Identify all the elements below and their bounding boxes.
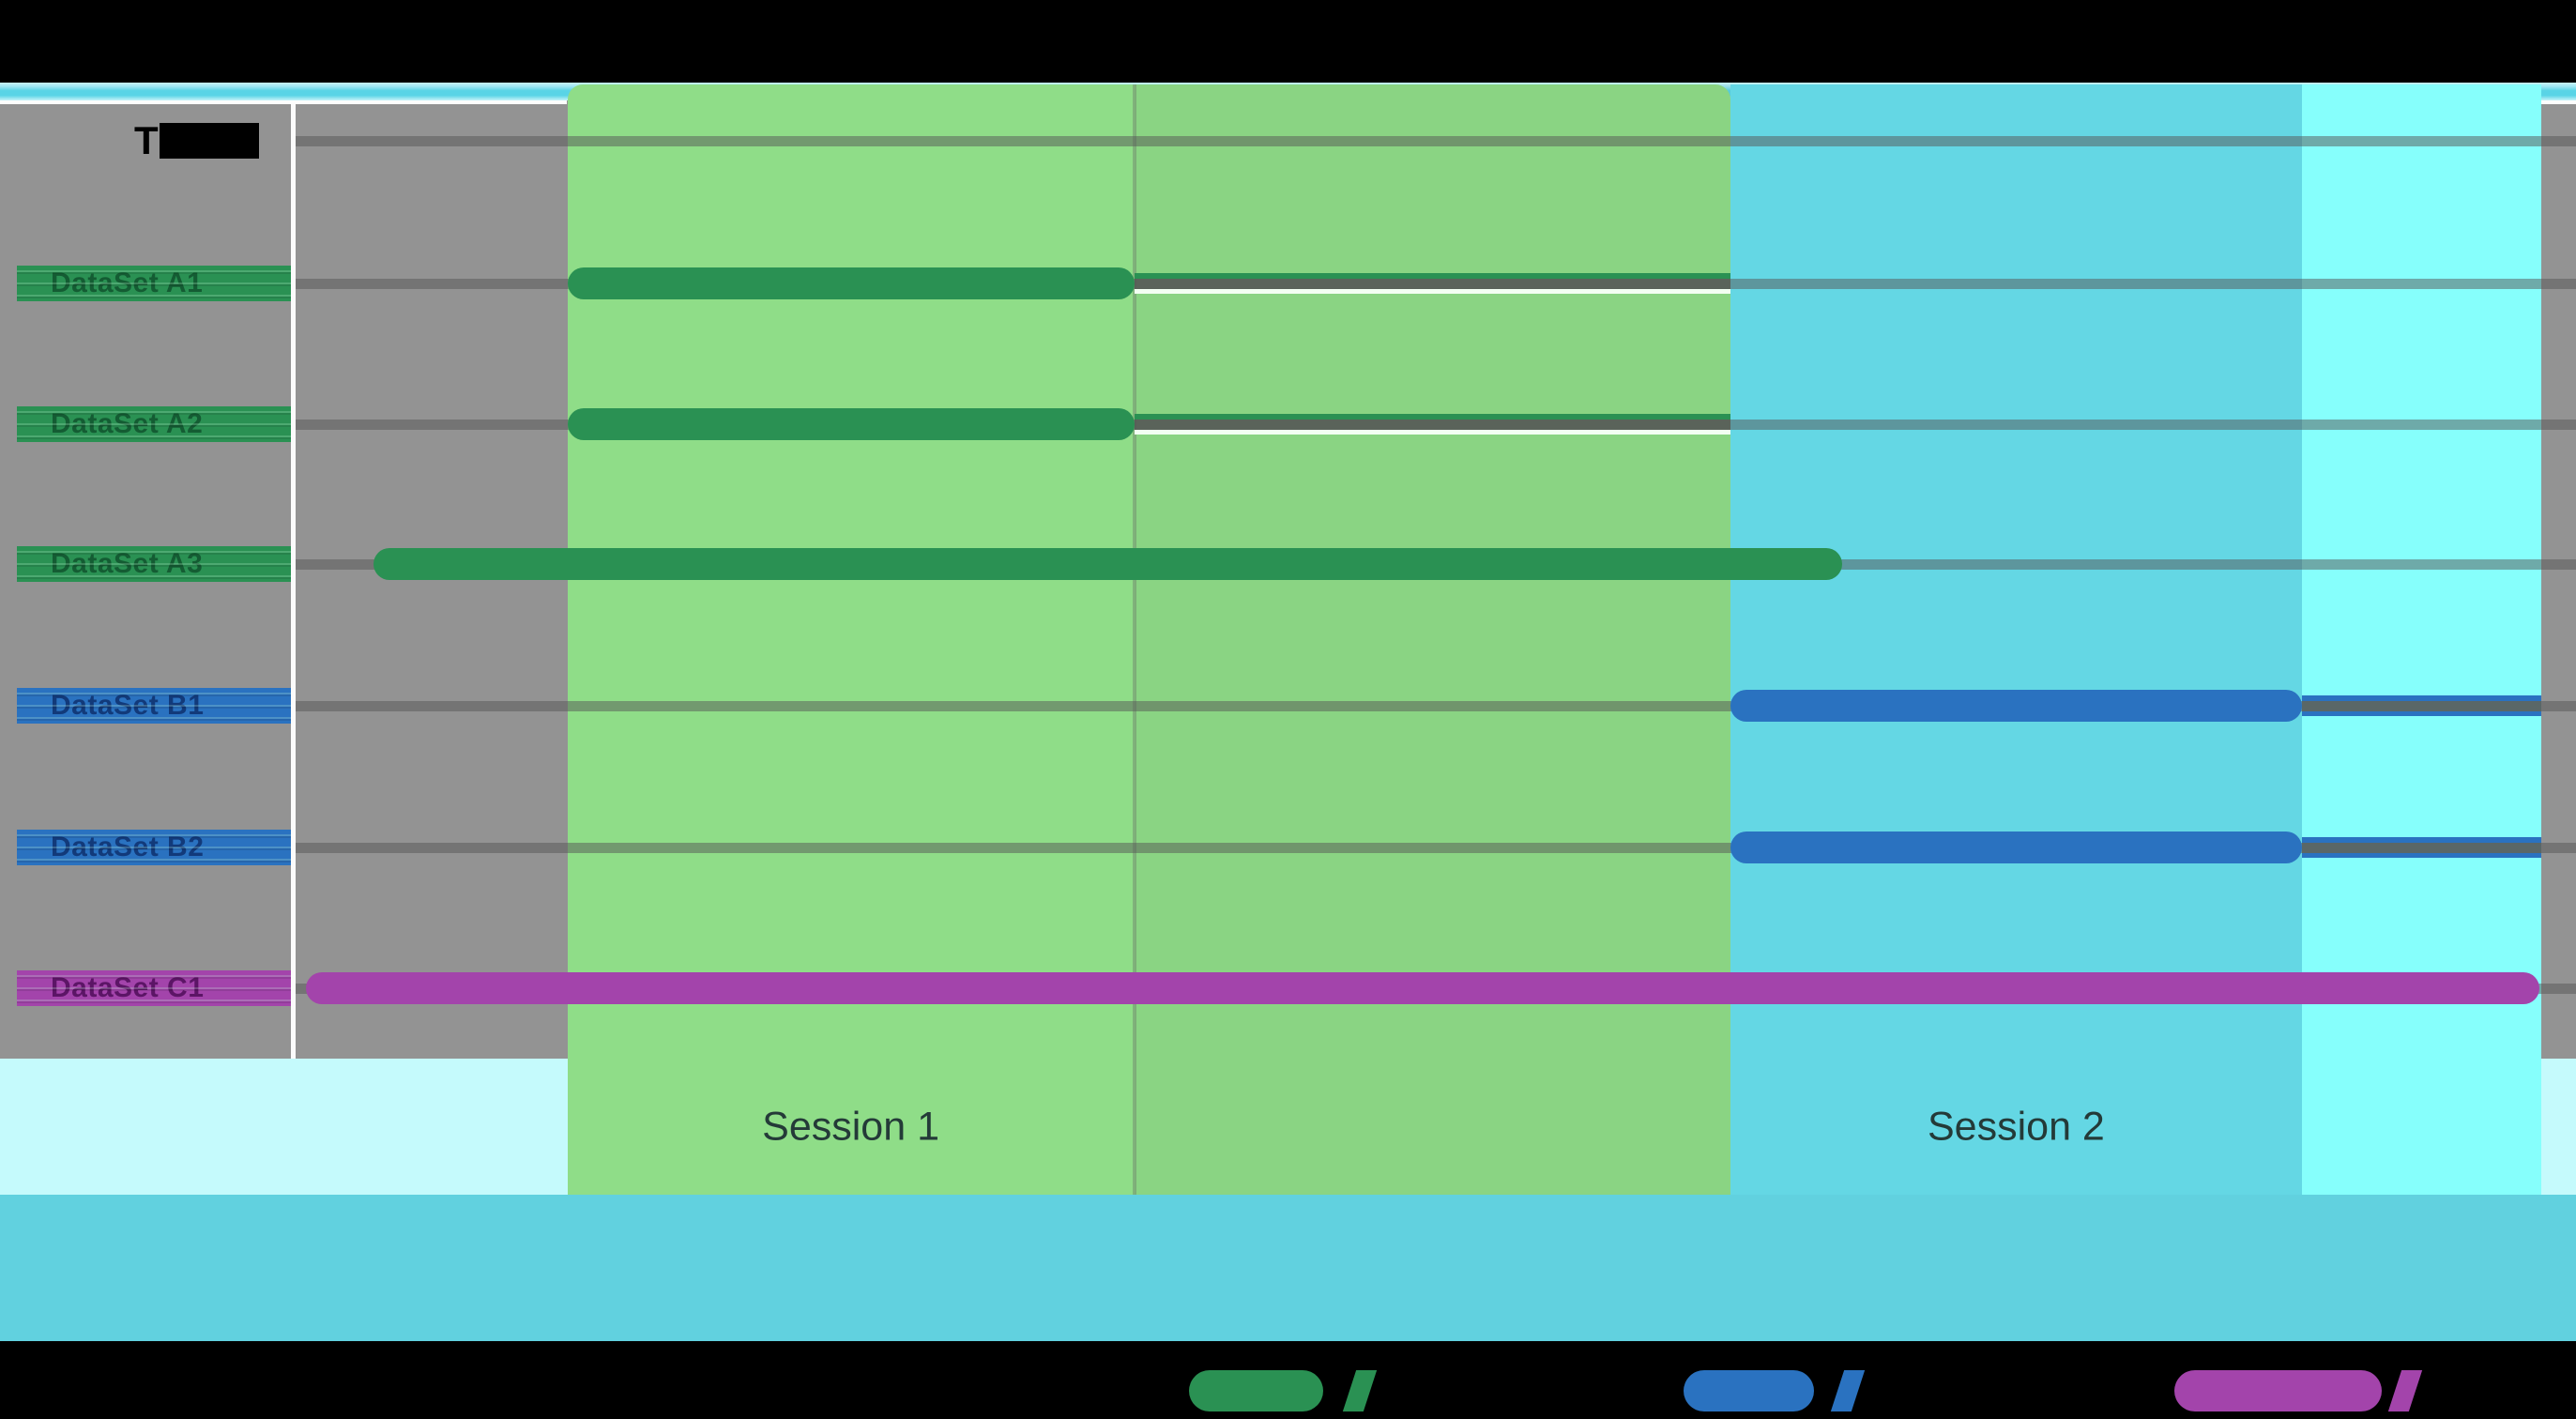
glitch-overlay [17, 830, 291, 865]
bar-tail-gray [1134, 420, 1731, 430]
bottom-cyan-band [0, 1195, 2576, 1341]
legend-swatch-series-c [2174, 1370, 2382, 1411]
gantt-bar-dataset-b2 [1730, 832, 2302, 863]
row-label-b5: DataSet B2 [17, 830, 291, 865]
bar-tail-gray [2301, 843, 2542, 853]
glitch-overlay [17, 970, 291, 1006]
row-label-a3: DataSet A3 [17, 546, 291, 582]
bar-tail-bottom [1134, 289, 1731, 294]
bar-tail-top [2301, 837, 2542, 843]
bar-tail-top [1134, 273, 1731, 279]
session-label-session2: Session 2 [1928, 1104, 2105, 1150]
bar-tail-bottom [1134, 430, 1731, 435]
gantt-bar-dataset-a1 [567, 267, 1135, 299]
glitch-overlay [17, 688, 291, 724]
band-divider-line [1132, 84, 1136, 1195]
redaction-box [159, 123, 259, 159]
legend-swatch-series-a [1189, 1370, 1323, 1411]
bar-tail-gray [2301, 701, 2542, 711]
row-label-text: DataSet A1 [51, 267, 203, 299]
chart-title-visible-letter: T [134, 118, 159, 162]
band-session2 [1730, 84, 2302, 1195]
bar-tail-gray [1134, 279, 1731, 289]
row-label-c6: DataSet C1 [17, 970, 291, 1006]
bar-tail-bottom [2301, 711, 2542, 716]
row-label-b4: DataSet B1 [17, 688, 291, 724]
gridline-row-4 [296, 701, 2576, 711]
bar-tail-top [2301, 695, 2542, 701]
bar-tail-top [1134, 414, 1731, 420]
axis-separator-line [291, 104, 296, 1059]
band-right-half-tint [1134, 84, 1731, 1195]
row-label-text: DataSet B1 [51, 690, 204, 722]
row-label-a1: DataSet A1 [17, 266, 291, 301]
gantt-bar-dataset-a3 [373, 548, 1843, 580]
gantt-bar-dataset-b1 [1730, 690, 2302, 722]
gantt-bar-dataset-a2 [567, 408, 1135, 440]
top-black-bar [0, 0, 2576, 83]
row-label-a2: DataSet A2 [17, 406, 291, 442]
glitch-overlay [17, 406, 291, 442]
gridline-row-5 [296, 843, 2576, 853]
top-divider-line-right [2541, 100, 2576, 104]
glitch-overlay [17, 266, 291, 301]
chart-title: T [134, 118, 259, 162]
row-label-text: DataSet A2 [51, 408, 203, 440]
band-post-session [2301, 84, 2542, 1195]
session-label-session1: Session 1 [762, 1104, 939, 1150]
glitch-overlay [17, 546, 291, 582]
gridline-row-0 [296, 136, 2576, 146]
row-label-text: DataSet C1 [51, 972, 204, 1004]
bar-tail-bottom [2301, 853, 2542, 858]
top-divider-line [0, 100, 567, 104]
row-label-text: DataSet A3 [51, 548, 203, 580]
row-label-text: DataSet B2 [51, 832, 204, 863]
legend-swatch-series-b [1684, 1370, 1814, 1411]
gantt-bar-dataset-c1 [305, 972, 2540, 1004]
